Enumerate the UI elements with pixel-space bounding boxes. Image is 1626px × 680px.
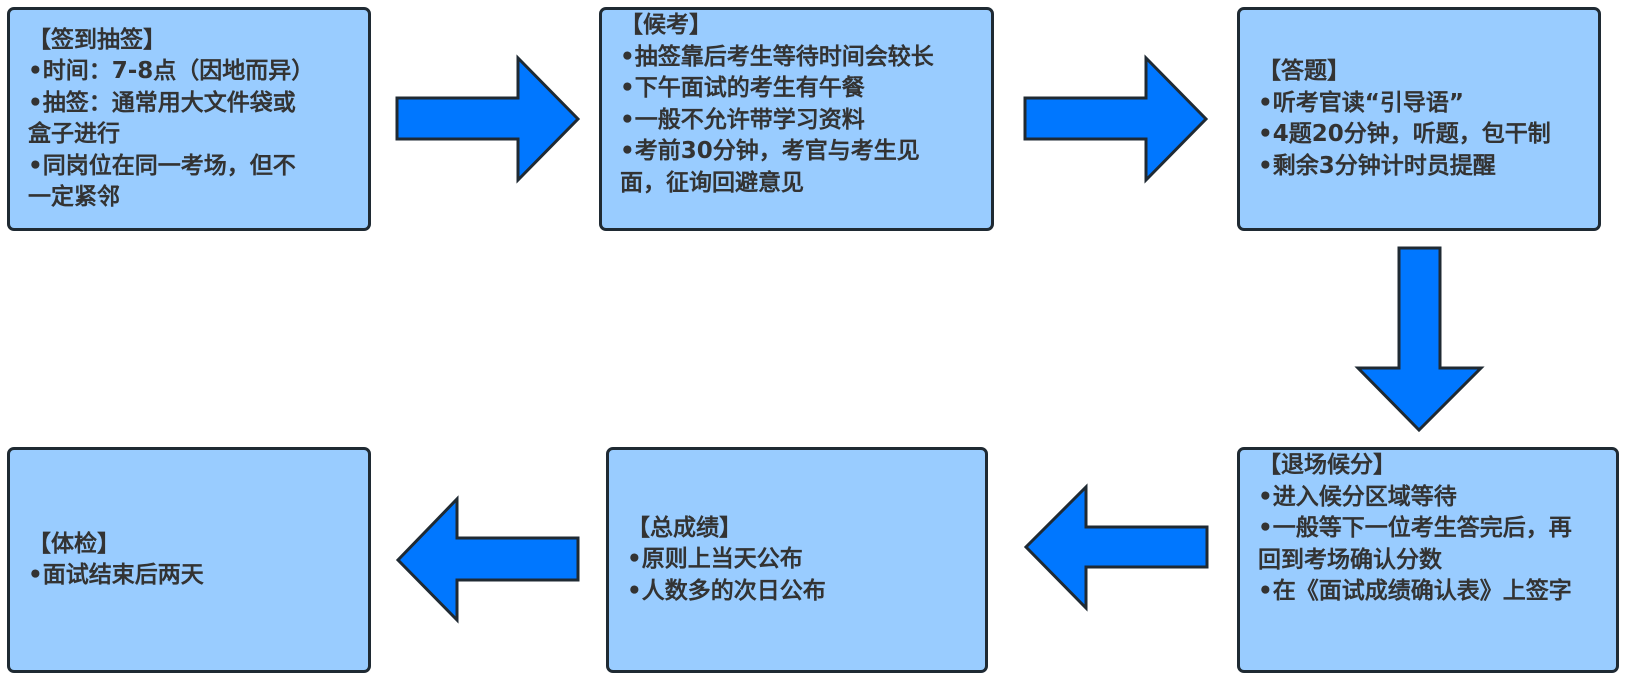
step-line: •剩余3分钟计时员提醒 [1258,152,1496,179]
step-line: •原则上当天公布 [627,546,803,573]
step-line: •面试结束后两天 [28,562,204,588]
step-line: •考前30分钟，考官与考生见面，征询回避意见 [620,138,920,196]
arrow-right-icon [395,54,581,184]
step-title: 【候考】 [620,12,712,38]
step-line: •下午面试的考生有午餐 [620,75,865,101]
step-box-sign-in-draw: 【签到抽签】 •时间：7-8点（因地而异） •抽签：通常用大文件袋或盒子进行 •… [7,7,371,231]
step-line: •一般不允许带学习资料 [620,106,865,133]
arrow-left-icon [1023,483,1209,612]
step-box-waiting: 【候考】 •抽签靠后考生等待时间会较长 •下午面试的考生有午餐 •一般不允许带学… [599,7,994,231]
step-box-physical-exam: 【体检】 •面试结束后两天 [7,447,371,673]
step-line: •听考官读“引导语” [1258,89,1464,116]
step-line: •时间：7-8点（因地而异） [28,58,315,84]
step-line: •抽签靠后考生等待时间会较长 [620,43,934,70]
step-line: •4题20分钟，听题，包干制 [1258,121,1551,147]
step-line: •人数多的次日公布 [627,577,826,604]
step-box-total-score: 【总成绩】 •原则上当天公布 •人数多的次日公布 [606,447,988,673]
arrow-left-icon [395,495,580,624]
arrow-right-icon [1023,54,1209,184]
step-title: 【退场候分】 [1258,452,1396,478]
step-line: •进入候分区域等待 [1258,483,1457,510]
step-line: •一般等下一位考生答完后，再回到考场确认分数 [1258,515,1572,573]
step-title: 【总成绩】 [627,514,742,541]
step-line: •同岗位在同一考场，但不一定紧邻 [28,152,296,211]
step-title: 【签到抽签】 [28,26,166,53]
step-title: 【体检】 [28,530,120,557]
step-line: •抽签：通常用大文件袋或盒子进行 [28,89,296,148]
step-title: 【答题】 [1258,58,1350,84]
arrow-down-icon [1354,246,1485,433]
step-line: •在《面试成绩确认表》上签字 [1258,578,1572,604]
step-box-answering: 【答题】 •听考官读“引导语” •4题20分钟，听题，包干制 •剩余3分钟计时员… [1237,7,1601,231]
step-box-exit-await-score: 【退场候分】 •进入候分区域等待 •一般等下一位考生答完后，再回到考场确认分数 … [1237,447,1619,673]
